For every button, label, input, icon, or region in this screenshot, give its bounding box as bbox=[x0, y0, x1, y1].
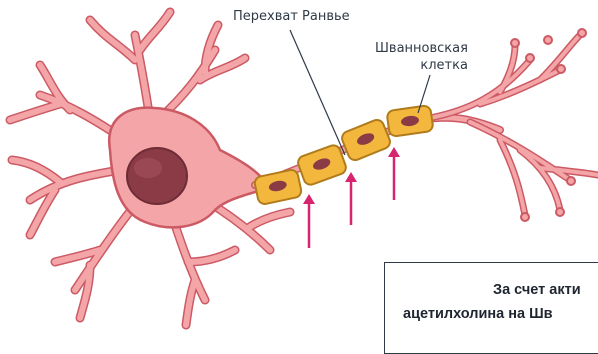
leader-line-ranvier bbox=[290, 30, 345, 155]
arrow-up-icon bbox=[388, 147, 400, 200]
nucleus bbox=[127, 148, 187, 204]
label-schwann-cell: Шванновская клетка bbox=[375, 40, 468, 74]
schwann-cells bbox=[254, 105, 434, 205]
schwann-cell bbox=[296, 143, 348, 186]
label-schwann-line2: клетка bbox=[375, 57, 468, 74]
nucleus-highlight bbox=[134, 158, 162, 178]
arrow-up-icon bbox=[303, 194, 315, 248]
schwann-cell bbox=[340, 118, 392, 162]
schwann-cell bbox=[386, 105, 433, 137]
caption-line-1: За счет акти bbox=[493, 282, 581, 298]
schwann-cell bbox=[254, 169, 303, 206]
arrow-up-icon bbox=[345, 172, 357, 225]
label-node-of-ranvier: Перехват Ранвье bbox=[233, 9, 350, 24]
caption-box: За счет акти ацетилхолина на Шв bbox=[384, 262, 598, 354]
caption-line-2: ацетилхолина на Шв bbox=[403, 306, 553, 322]
label-schwann-line1: Шванновская bbox=[375, 40, 468, 57]
